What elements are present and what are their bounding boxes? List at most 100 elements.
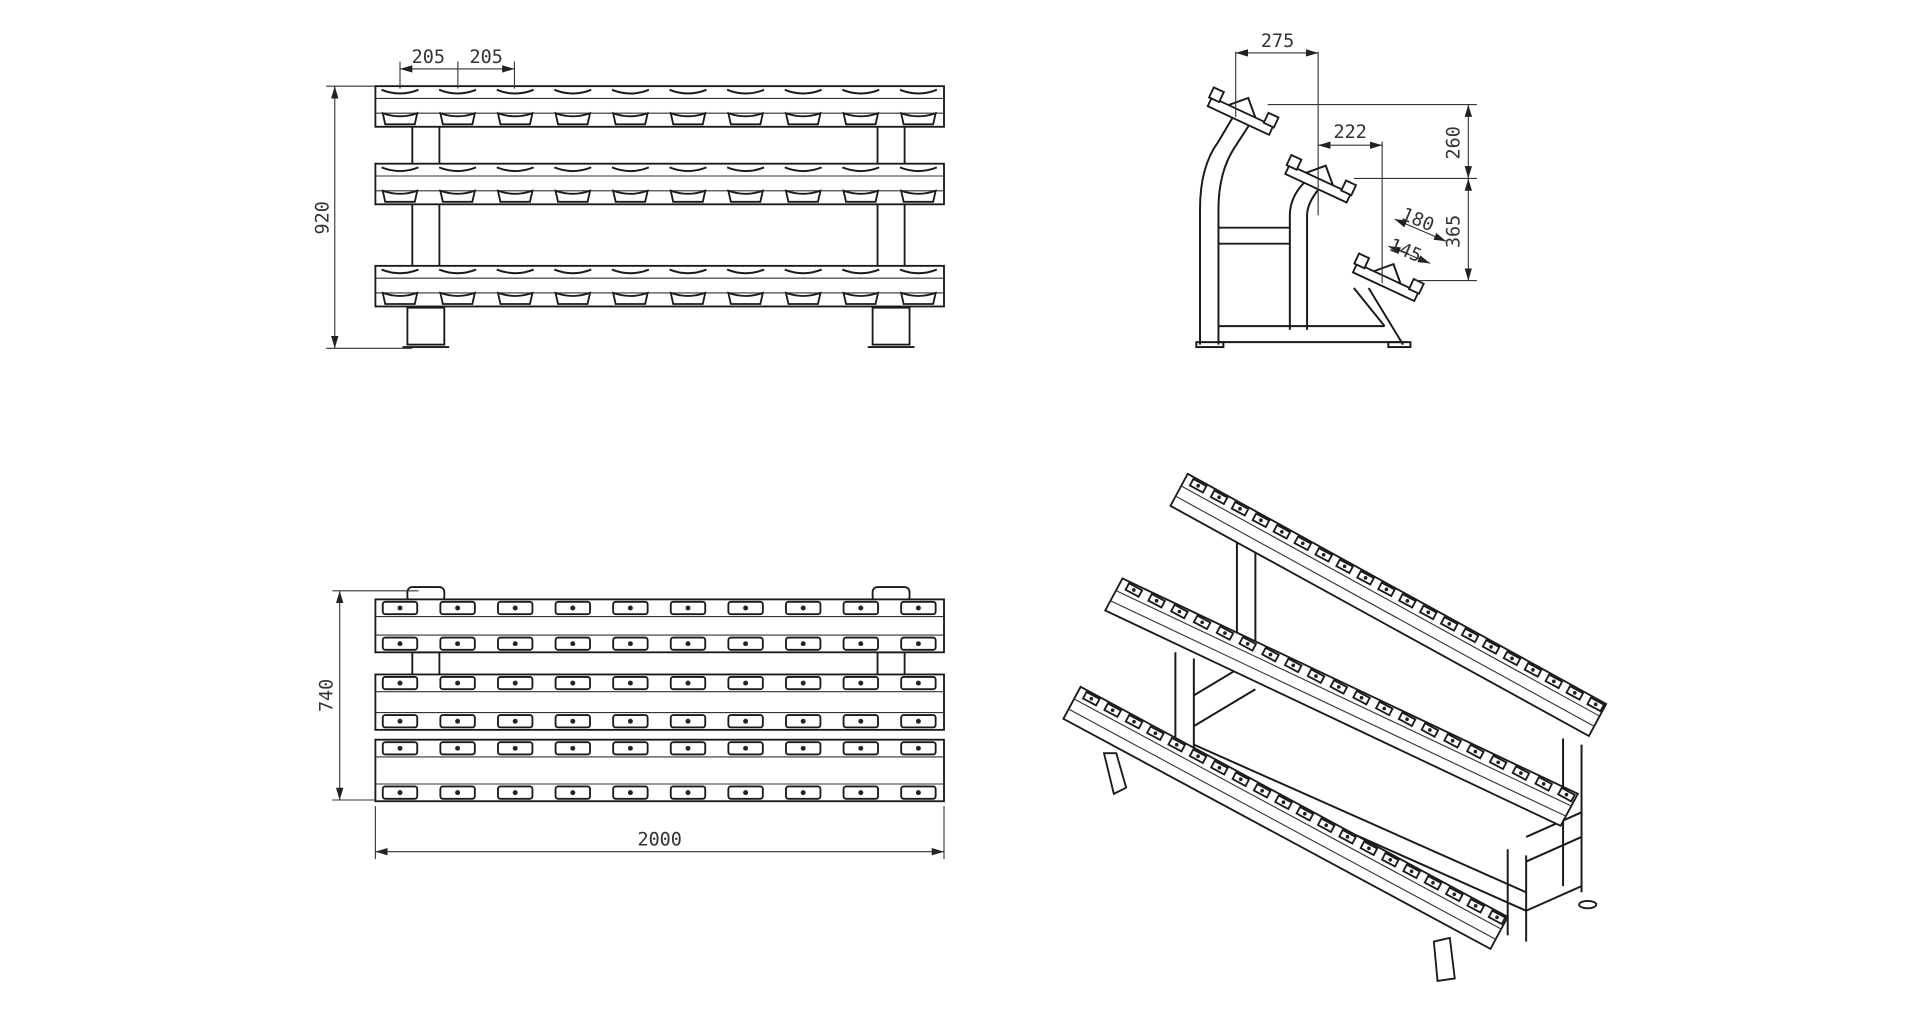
cradle-hole <box>858 718 864 724</box>
cradle <box>611 268 650 275</box>
cradle <box>784 268 823 275</box>
dim-spacing-205-b: 205 <box>469 47 502 68</box>
cradle <box>381 291 419 305</box>
cradle-hole <box>1280 529 1284 534</box>
cradle-hole <box>1489 645 1493 649</box>
cradle-hole <box>1314 674 1318 678</box>
cradle-hole <box>570 680 576 686</box>
cradle <box>439 291 477 305</box>
cradle-hole <box>1174 742 1179 747</box>
dim-275: 275 <box>1261 31 1294 52</box>
cradle-hole <box>743 790 749 796</box>
cradle <box>784 111 822 126</box>
cradle-hole <box>743 745 749 751</box>
cradle-hole <box>1217 765 1222 770</box>
cradle-hole <box>1336 685 1341 689</box>
cradle-hole <box>1238 506 1242 511</box>
cradle-hole <box>800 605 806 611</box>
cradle-hole <box>1572 691 1577 695</box>
cradle-hole <box>1359 695 1364 700</box>
cradle <box>841 166 880 173</box>
dim-height-920: 920 <box>313 201 334 234</box>
side-view <box>1195 86 1425 349</box>
cradle-hole <box>397 641 403 647</box>
isometric-view <box>1062 472 1608 982</box>
side-dimensions: 275 222 260 365 180 145 <box>1235 31 1477 284</box>
cradle-hole <box>397 718 403 724</box>
cradle-hole <box>1153 731 1158 736</box>
cradle-hole <box>512 718 518 724</box>
cradle-hole <box>455 790 461 796</box>
cradle <box>842 111 880 126</box>
cradle-hole <box>1388 857 1393 862</box>
cradle-hole <box>1200 620 1204 625</box>
cradle-hole <box>800 641 806 647</box>
rail-edge <box>1068 708 1496 940</box>
cradle <box>496 189 534 203</box>
cradle-hole <box>685 790 691 796</box>
cradle-hole <box>570 745 576 751</box>
cradle-hole <box>915 718 921 724</box>
cradle-hole <box>1473 749 1478 754</box>
cradle-hole <box>1196 483 1200 488</box>
support-foot <box>871 306 911 346</box>
cradle-hole <box>1223 631 1227 635</box>
cradle <box>438 88 477 95</box>
dim-spacing-205-a: 205 <box>412 47 445 68</box>
cradle-hole <box>1260 788 1264 793</box>
cradle-hole <box>1519 771 1523 775</box>
dim-260: 260 <box>1444 126 1465 159</box>
cradle <box>842 291 880 305</box>
cradle <box>439 189 477 203</box>
cradle <box>553 166 592 173</box>
dim-depth-740: 740 <box>316 679 337 712</box>
cradle <box>669 268 707 275</box>
cradle <box>726 88 765 95</box>
cradle-hole <box>1510 656 1514 661</box>
front-dimensions: 920 205 205 <box>313 47 516 349</box>
cradle-hole <box>627 745 633 751</box>
cradle <box>784 166 823 173</box>
cradle <box>669 166 707 173</box>
cradle-hole <box>685 718 691 724</box>
cradle <box>381 268 419 275</box>
cradle <box>611 291 649 305</box>
cradle <box>784 88 823 95</box>
cradle-hole <box>512 790 518 796</box>
cradle-hole <box>397 745 403 751</box>
cradle-hole <box>1268 652 1273 657</box>
dim-180: 180 <box>1398 204 1437 236</box>
cradle <box>899 291 937 305</box>
cradle-hole <box>455 641 461 647</box>
support-post <box>411 651 441 678</box>
cradle-hole <box>858 641 864 647</box>
cradle-hole <box>1132 588 1136 592</box>
cradle <box>611 189 649 203</box>
cradle-hole <box>570 605 576 611</box>
cradle-hole <box>1238 777 1243 782</box>
cradle-hole <box>1468 633 1472 638</box>
cradle-hole <box>1245 642 1250 646</box>
cradle-hole <box>455 718 461 724</box>
cradle-hole <box>858 790 864 796</box>
cradle <box>611 166 650 173</box>
top-view <box>374 586 945 803</box>
cradle-hole <box>1132 719 1136 724</box>
cradle <box>726 166 765 173</box>
cradle <box>669 111 707 126</box>
cradle <box>496 111 534 126</box>
front-view <box>374 85 945 349</box>
cradle-hole <box>397 605 403 611</box>
cradle <box>554 291 592 305</box>
cradle-hole <box>915 680 921 686</box>
cradle <box>899 111 937 126</box>
cradle <box>899 268 938 275</box>
cradle-hole <box>1196 754 1200 759</box>
dim-222: 222 <box>1333 122 1366 143</box>
cradle-hole <box>743 641 749 647</box>
cradle-hole <box>1431 880 1435 885</box>
cradle <box>611 111 649 126</box>
cradle-hole <box>1593 702 1598 707</box>
rail-edge <box>1181 485 1601 717</box>
cradle-hole <box>915 790 921 796</box>
